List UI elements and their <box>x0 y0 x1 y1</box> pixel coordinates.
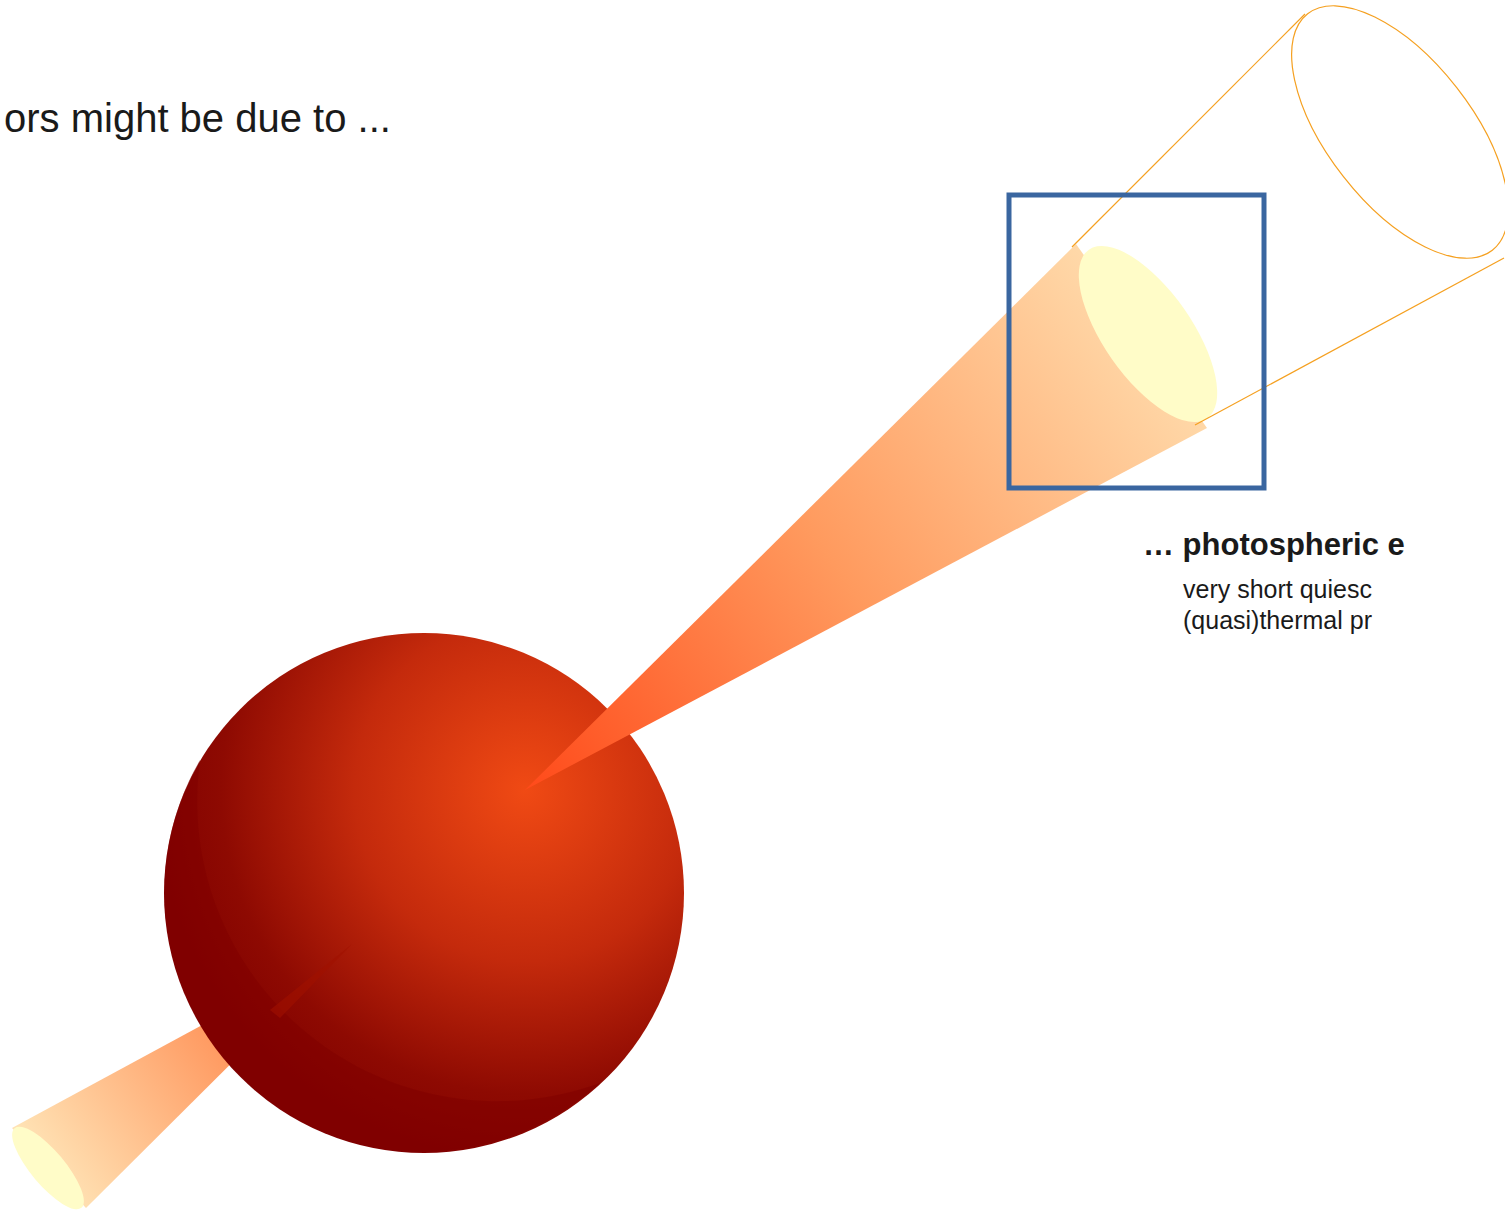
cone-outline <box>1195 258 1504 425</box>
note-heading: … photospheric e <box>1143 527 1405 563</box>
upper-jet-end <box>1053 224 1243 443</box>
cone-outline-end <box>1251 0 1505 295</box>
sphere-shadow <box>164 760 600 1151</box>
note-line: very short quiesc <box>1183 575 1372 604</box>
lower-jet-end <box>2 1117 95 1215</box>
note-line: (quasi)thermal pr <box>1183 606 1372 635</box>
slide-heading: ors might be due to ... <box>4 95 391 141</box>
highlight-box <box>1009 195 1264 488</box>
hidden-jet-streak <box>270 944 352 1018</box>
cone-outline <box>1072 14 1305 247</box>
